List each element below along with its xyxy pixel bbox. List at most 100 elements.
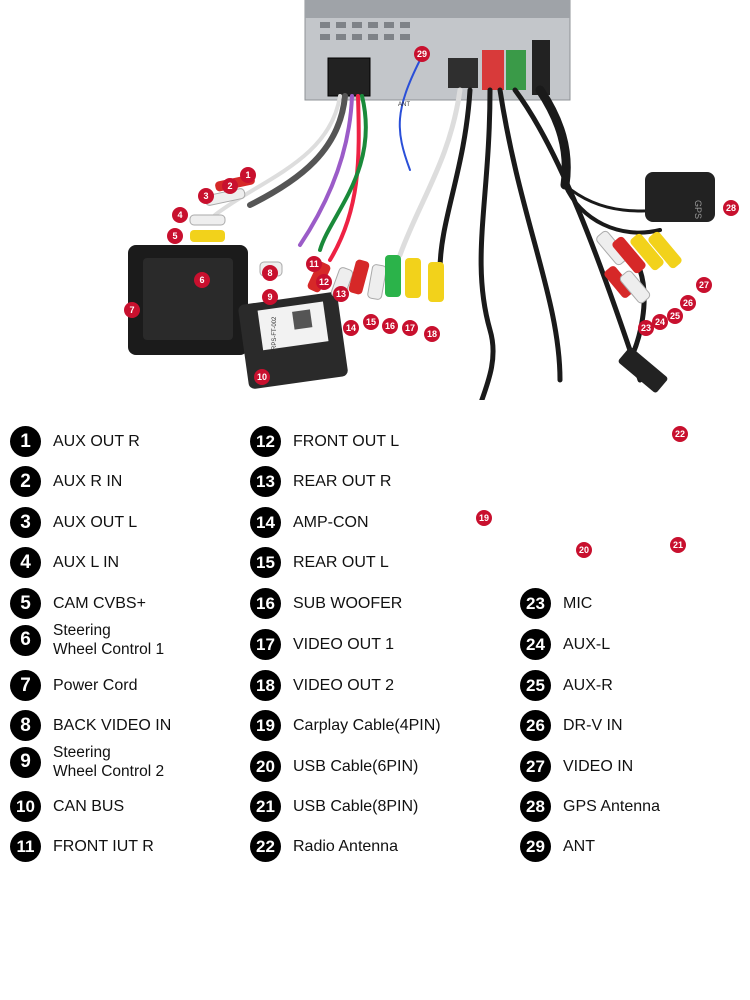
photo-marker-7: 7 <box>124 302 140 318</box>
legend-label-line: BACK VIDEO IN <box>53 717 172 734</box>
legend-label-line: AUX-R <box>563 677 613 694</box>
legend-number-badge: 4 <box>10 547 41 578</box>
legend-item-4: 4 AUX L IN <box>10 547 119 578</box>
legend-label: CAN BUS <box>53 797 124 816</box>
photo-marker-11: 11 <box>306 256 322 272</box>
legend-number-badge: 2 <box>10 466 41 497</box>
photo-marker-8: 8 <box>262 265 278 281</box>
photo-marker-29: 29 <box>414 46 430 62</box>
legend-number-badge: 10 <box>10 791 41 822</box>
photo-marker-9: 9 <box>262 289 278 305</box>
legend-label: SUB WOOFER <box>293 594 402 613</box>
legend-label-line: AUX OUT L <box>53 514 138 531</box>
photo-marker-23: 23 <box>638 320 654 336</box>
photo-marker-14: 14 <box>343 320 359 336</box>
legend-label-line: REAR OUT L <box>293 554 389 571</box>
legend-label-line: VIDEO OUT 2 <box>293 677 395 694</box>
legend-label-line: AUX OUT R <box>53 433 140 450</box>
legend-label: AUX-L <box>563 635 610 654</box>
legend-label-line: GPS Antenna <box>563 798 660 815</box>
photo-marker-19: 19 <box>476 510 492 526</box>
legend-label-line: Power Cord <box>53 677 138 694</box>
photo-marker-2: 2 <box>222 178 238 194</box>
legend-label: VIDEO IN <box>563 757 633 776</box>
rca-middle-cluster <box>307 255 444 302</box>
legend-number-badge: 17 <box>250 629 281 660</box>
legend-label-line: USB Cable(8PIN) <box>293 798 419 815</box>
legend-number-badge: 20 <box>250 751 281 782</box>
legend-label-line: CAM CVBS+ <box>53 595 146 612</box>
legend-item-1: 1 AUX OUT R <box>10 426 140 457</box>
legend-item-20: 20 USB Cable(6PIN) <box>250 751 418 782</box>
can-bus-module: RPS-FT-002 <box>238 292 348 389</box>
legend-item-23: 23 MIC <box>520 588 592 619</box>
legend-number-badge: 23 <box>520 588 551 619</box>
legend-label-line: Wheel Control 2 <box>53 763 165 780</box>
legend-label: AMP-CON <box>293 513 369 532</box>
photo-marker-4: 4 <box>172 207 188 223</box>
legend-label: AUX L IN <box>53 553 119 572</box>
legend-number-badge: 13 <box>250 466 281 497</box>
legend-label-line: Wheel Control 1 <box>53 641 165 658</box>
rca-right-cluster <box>596 230 682 304</box>
legend-label: BACK VIDEO IN <box>53 716 171 735</box>
legend-number-badge: 26 <box>520 710 551 741</box>
legend-label: FRONT IUT R <box>53 837 154 856</box>
legend-label-line: CAN BUS <box>53 798 125 815</box>
legend-label-line: Steering <box>53 622 111 639</box>
legend-label-line: MIC <box>563 595 593 612</box>
legend-number-badge: 29 <box>520 831 551 862</box>
legend-number-badge: 1 <box>10 426 41 457</box>
photo-marker-15: 15 <box>363 314 379 330</box>
photo-marker-6: 6 <box>194 272 210 288</box>
head-unit-chassis <box>304 0 571 101</box>
legend-label: USB Cable(8PIN) <box>293 797 418 816</box>
legend-label: VIDEO OUT 1 <box>293 635 394 654</box>
photo-marker-17: 17 <box>402 320 418 336</box>
legend-label: AUX-R <box>563 676 613 695</box>
legend-number-badge: 15 <box>250 547 281 578</box>
photo-marker-26: 26 <box>680 295 696 311</box>
photo-marker-13: 13 <box>333 286 349 302</box>
legend-item-18: 18 VIDEO OUT 2 <box>250 670 394 701</box>
photo-marker-3: 3 <box>198 188 214 204</box>
legend-label-line: Radio Antenna <box>293 838 398 855</box>
legend-number-badge: 7 <box>10 670 41 701</box>
legend-label-line: FRONT OUT L <box>293 433 400 450</box>
legend-number-badge: 28 <box>520 791 551 822</box>
photo-marker-27: 27 <box>696 277 712 293</box>
radio-antenna-plug <box>618 347 668 393</box>
legend-label: MIC <box>563 594 592 613</box>
legend-item-10: 10 CAN BUS <box>10 791 124 822</box>
legend-number-badge: 19 <box>250 710 281 741</box>
legend-label-line: SUB WOOFER <box>293 595 403 612</box>
legend-number-badge: 14 <box>250 507 281 538</box>
legend-label: Radio Antenna <box>293 837 398 856</box>
photo-marker-18: 18 <box>424 326 440 342</box>
photo-marker-28: 28 <box>723 200 739 216</box>
legend-label: DR-V IN <box>563 716 623 735</box>
legend-label-line: ANT <box>563 838 595 855</box>
photo-marker-22: 22 <box>672 426 688 442</box>
legend-item-14: 14 AMP-CON <box>250 507 369 538</box>
legend-label: USB Cable(6PIN) <box>293 757 418 776</box>
photo-marker-21: 21 <box>670 537 686 553</box>
legend-label: REAR OUT L <box>293 553 389 572</box>
legend-label-line: USB Cable(6PIN) <box>293 758 419 775</box>
photo-marker-10: 10 <box>254 369 270 385</box>
legend-number-badge: 18 <box>250 670 281 701</box>
legend-label: AUX OUT R <box>53 432 140 451</box>
